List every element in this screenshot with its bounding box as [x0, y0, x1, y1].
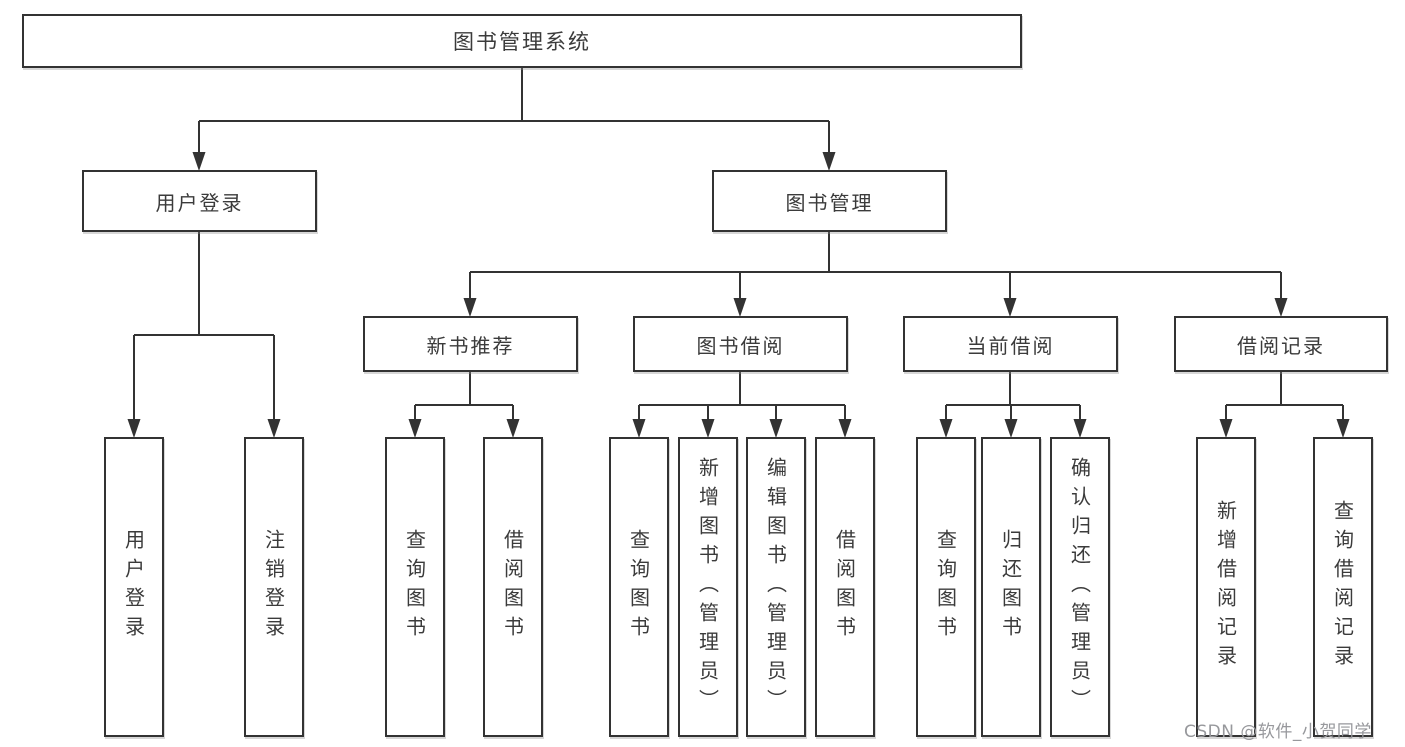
node-root-system: 图书管理系统: [22, 14, 1022, 68]
node-current-borrow: 当前借阅: [903, 316, 1118, 372]
node-new-book-recommend-label: 新书推荐: [426, 333, 515, 358]
leaf-rec-query-books: 查询图书: [385, 437, 445, 737]
edge-rec-to-leaves: [414, 372, 514, 421]
leaf-bb-borrow-books: 借阅图书: [815, 437, 875, 737]
leaf-rr-query-record-label: 查询借阅记录: [1330, 500, 1355, 674]
edge-login-to-leaves: [133, 232, 275, 421]
leaf-rec-query-books-label: 查询图书: [402, 529, 427, 645]
leaf-rr-add-record-label: 新增借阅记录: [1213, 500, 1238, 674]
node-root-system-label: 图书管理系统: [453, 30, 591, 54]
node-borrow-records: 借阅记录: [1174, 316, 1388, 372]
leaf-cb-confirm-return-admin: 确认归还（管理员）: [1050, 437, 1110, 737]
node-new-book-recommend: 新书推荐: [363, 316, 578, 372]
edge-root-to-level2: [198, 68, 830, 156]
leaf-user-login: 用户登录: [104, 437, 164, 737]
leaf-bb-borrow-books-label: 借阅图书: [832, 529, 857, 645]
leaf-cb-query-books: 查询图书: [916, 437, 976, 737]
leaf-logout: 注销登录: [244, 437, 304, 737]
node-book-borrow-label: 图书借阅: [696, 333, 785, 358]
leaf-bb-edit-books-admin: 编辑图书（管理员）: [746, 437, 806, 737]
leaf-bb-edit-books-admin-label: 编辑图书（管理员）: [763, 456, 788, 718]
csdn-watermark: CSDN @软件_小贺同学: [1184, 722, 1372, 742]
node-current-borrow-label: 当前借阅: [966, 333, 1055, 358]
leaf-cb-query-books-label: 查询图书: [933, 529, 958, 645]
leaf-bb-query-books: 查询图书: [609, 437, 669, 737]
node-book-management: 图书管理: [712, 170, 947, 232]
edge-current-to-leaves: [945, 372, 1081, 421]
leaf-bb-add-books-admin: 新增图书（管理员）: [678, 437, 738, 737]
edge-records-to-leaves: [1225, 372, 1344, 421]
leaf-rr-query-record: 查询借阅记录: [1313, 437, 1373, 737]
edge-borrow-to-leaves: [638, 372, 846, 421]
node-book-borrow: 图书借阅: [633, 316, 848, 372]
leaf-bb-query-books-label: 查询图书: [626, 529, 651, 645]
edge-mgmt-to-level3: [469, 232, 1282, 301]
leaf-rec-borrow-books-label: 借阅图书: [500, 529, 525, 645]
leaf-rec-borrow-books: 借阅图书: [483, 437, 543, 737]
leaf-cb-confirm-return-admin-label: 确认归还（管理员）: [1067, 456, 1092, 718]
leaf-bb-add-books-admin-label: 新增图书（管理员）: [695, 456, 720, 718]
leaf-rr-add-record: 新增借阅记录: [1196, 437, 1256, 737]
node-user-login: 用户登录: [82, 170, 317, 232]
node-book-management-label: 图书管理: [785, 190, 874, 215]
leaf-user-login-label: 用户登录: [121, 529, 146, 645]
node-borrow-records-label: 借阅记录: [1237, 333, 1325, 358]
leaf-cb-return-books: 归还图书: [981, 437, 1041, 737]
node-user-login-label: 用户登录: [155, 190, 244, 215]
leaf-logout-label: 注销登录: [261, 529, 286, 645]
leaf-cb-return-books-label: 归还图书: [998, 529, 1023, 645]
